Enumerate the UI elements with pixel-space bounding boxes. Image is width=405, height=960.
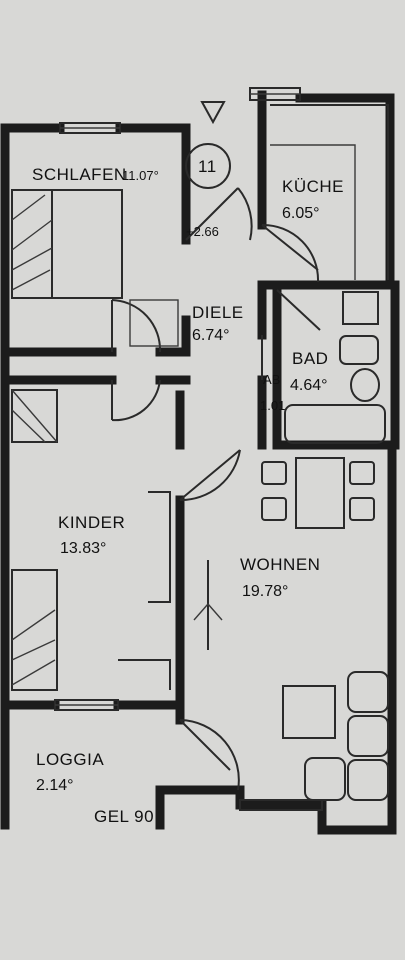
room-name-kinder: KINDER — [58, 513, 125, 532]
labels: 11 +2.66 SCHLAFEN 11.07° KÜCHE 6.05° DIE… — [32, 157, 344, 826]
sink — [342, 291, 379, 325]
north-arrow-icon — [200, 101, 226, 125]
room-name-wohnen: WOHNEN — [240, 555, 320, 574]
bed-kinder — [11, 389, 58, 443]
doors — [111, 187, 321, 791]
furniture — [11, 101, 389, 801]
toilet — [350, 368, 380, 402]
room-area-wohnen: 19.78° — [242, 583, 288, 600]
level-marker: +2.66 — [186, 224, 219, 239]
room-name-kueche: KÜCHE — [282, 177, 344, 196]
sofa — [347, 671, 389, 713]
room-area-bad: 4.64° — [290, 377, 328, 394]
room-name-loggia: LOGGIA — [36, 750, 104, 769]
windows — [54, 87, 323, 811]
coffee-table — [282, 685, 336, 739]
room-name-bad: BAD — [292, 349, 328, 368]
room-area-kinder: 13.83° — [60, 540, 106, 557]
room-area-loggia: 2.14° — [36, 777, 74, 794]
unit-circle — [185, 143, 231, 189]
room-area-diele: 6.74° — [192, 327, 230, 344]
room-area-schlafen: 11.07° — [122, 168, 159, 183]
room-name-schlafen: SCHLAFEN — [32, 165, 127, 184]
room-area-kueche: 6.05° — [282, 205, 320, 222]
room-area-ab: 1.01 — [260, 398, 285, 413]
room-name-ab: AB — [263, 372, 280, 387]
bathtub — [284, 404, 386, 444]
walls — [0, 90, 400, 835]
unit-number: 11 — [198, 157, 217, 176]
dining-table — [295, 457, 345, 529]
railing-note: GEL 90 — [94, 807, 154, 826]
room-name-diele: DIELE — [192, 303, 244, 322]
